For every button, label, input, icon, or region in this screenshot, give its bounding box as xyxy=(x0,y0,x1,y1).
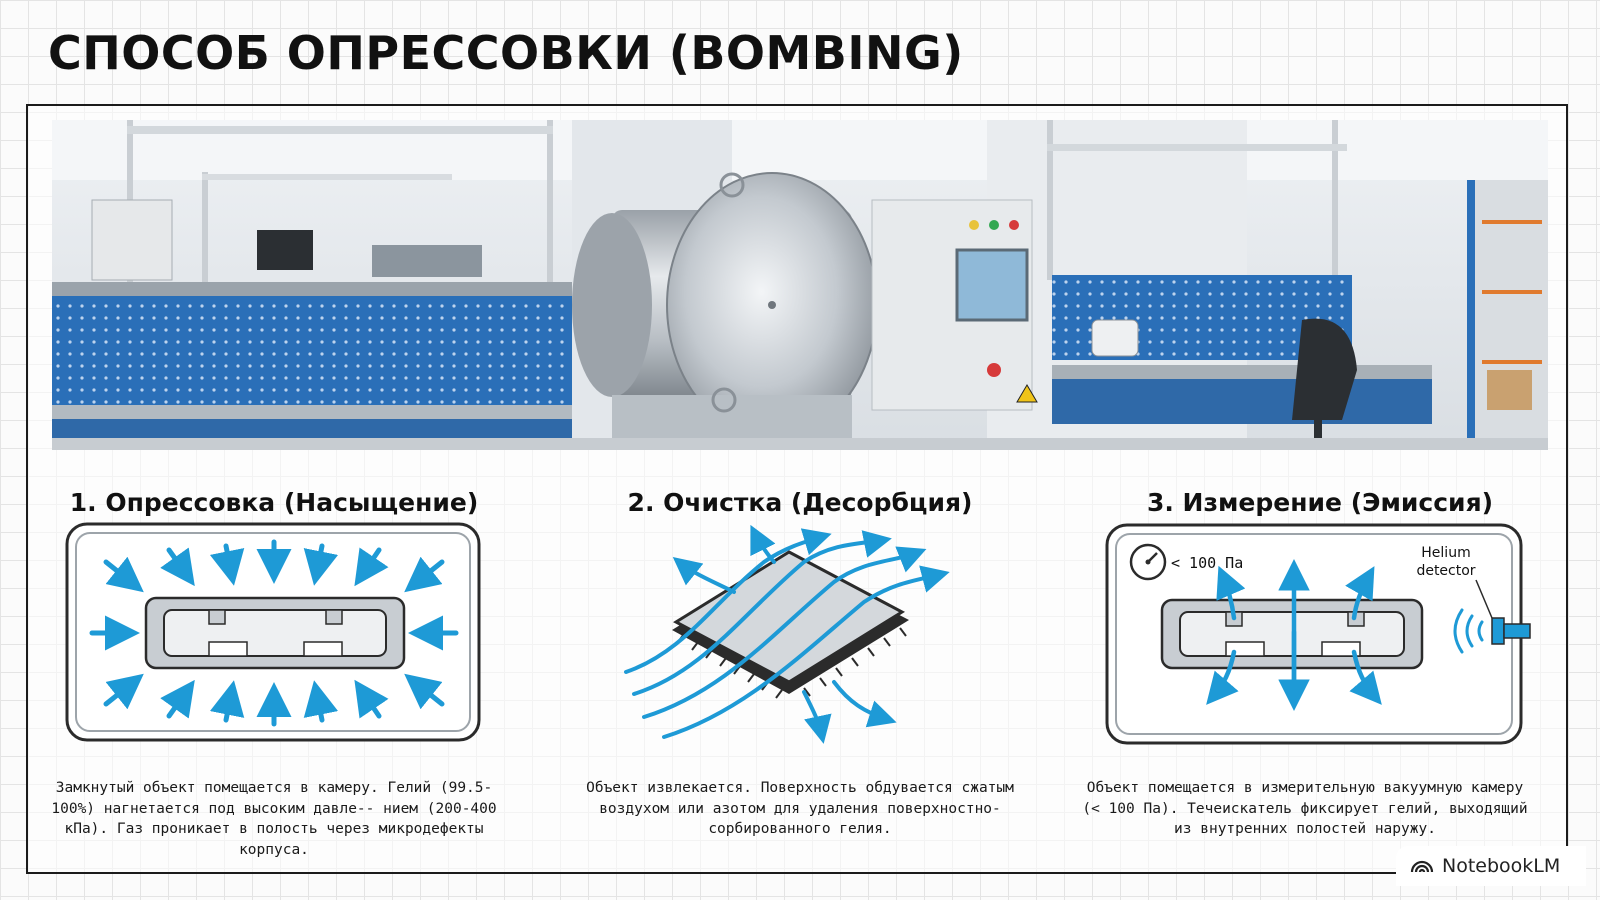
chip-package xyxy=(672,550,909,699)
notebooklm-label: NotebookLM xyxy=(1442,855,1561,877)
air-flow-arrows xyxy=(624,524,950,744)
step2-title: 2. Очистка (Десорбция) xyxy=(627,488,973,517)
step1-title: 1. Опрессовка (Насыщение) xyxy=(69,488,479,517)
step3-title: 3. Измерение (Эмиссия) xyxy=(1146,488,1494,517)
step3-description: Объект помещается в измерительную вакуум… xyxy=(1082,780,1528,837)
helium-emission-arrows xyxy=(1206,559,1382,711)
detector-label-line2: detector xyxy=(1416,563,1475,579)
detector-label-line1: Helium xyxy=(1421,545,1470,561)
step1-diagram xyxy=(64,520,484,750)
step2-diagram xyxy=(624,522,964,756)
page-title: СПОСОБ ОПРЕССОВКИ (BOMBING) xyxy=(48,26,964,80)
helium-pressure-arrows xyxy=(89,539,459,727)
helium-detector-icon xyxy=(1453,608,1531,654)
pressure-gauge-icon xyxy=(1129,543,1167,581)
step3-diagram: < 100 Па Helium detector xyxy=(1104,522,1544,756)
lab-photo xyxy=(52,120,1548,450)
step2-description: Объект извлекается. Поверхность обдувает… xyxy=(586,780,1014,837)
step1-description: Замкнутый объект помещается в камеру. Ге… xyxy=(51,780,497,858)
pressure-label: < 100 Па xyxy=(1171,554,1243,572)
notebooklm-logo-icon xyxy=(1410,854,1434,878)
notebooklm-badge[interactable]: NotebookLM xyxy=(1396,846,1586,886)
